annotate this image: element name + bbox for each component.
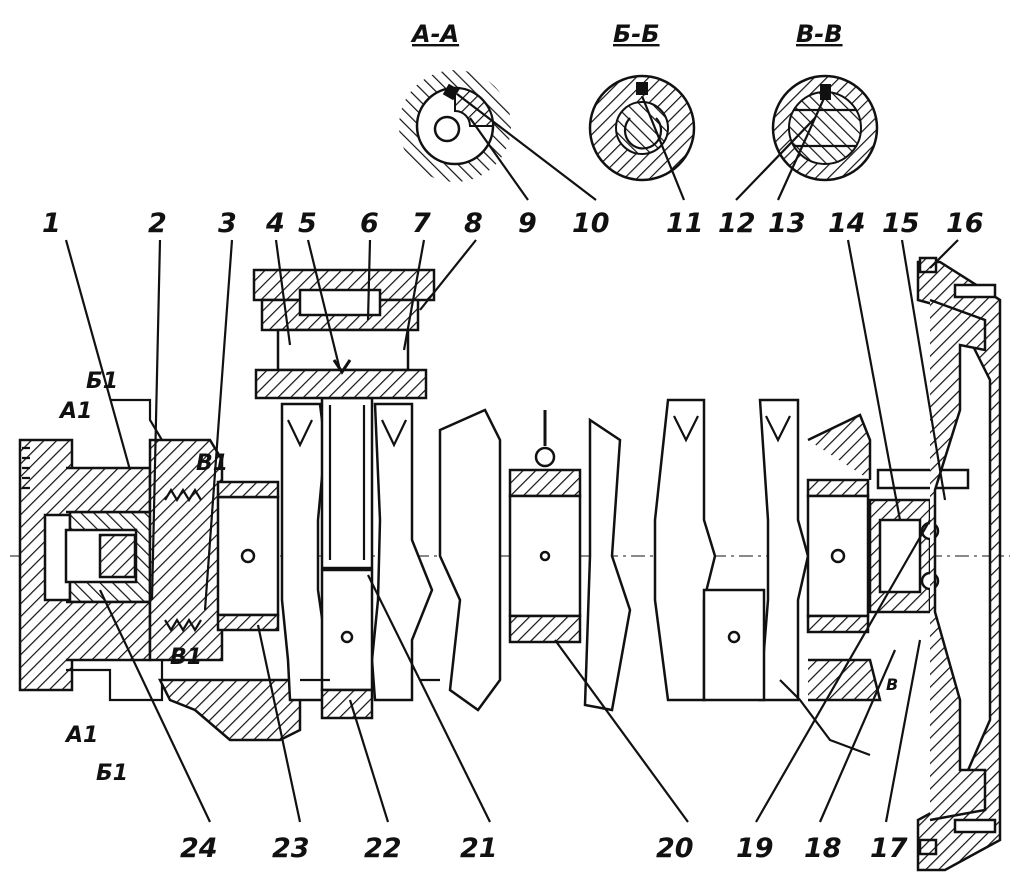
callout-16: 16 — [946, 208, 984, 239]
flywheel — [916, 256, 1002, 872]
section-markers: A1 Б1 В1 В1 A1 Б1 В — [58, 369, 898, 786]
crankshaft-assembly — [10, 256, 1010, 872]
callout-24: 24 — [180, 833, 218, 864]
callout-21: 21 — [460, 833, 498, 864]
callout-6: 6 — [360, 208, 379, 239]
callout-1: 1 — [42, 208, 61, 239]
section-title-a-a: А-А — [410, 20, 459, 48]
callout-15: 15 — [882, 208, 920, 239]
callout-18: 18 — [804, 833, 842, 864]
callout-13: 13 — [768, 208, 806, 239]
callout-12: 12 — [718, 208, 756, 239]
callout-14: 14 — [828, 208, 866, 239]
callout-8: 8 — [464, 208, 483, 239]
callout-5: 5 — [298, 208, 317, 239]
section-title-b-b: Б-Б — [613, 20, 660, 48]
marker-b1-top: Б1 — [86, 369, 118, 394]
callout-23: 23 — [272, 833, 310, 864]
callout-2: 2 — [148, 208, 167, 239]
section-title-v-v: В-В — [796, 20, 843, 48]
callout-11: 11 — [666, 208, 704, 239]
callout-20: 20 — [656, 833, 694, 864]
callout-19: 19 — [736, 833, 774, 864]
callout-3: 3 — [218, 208, 237, 239]
marker-b1-bottom: Б1 — [96, 761, 128, 786]
section-view-a-a: А-А — [399, 20, 511, 182]
section-view-v-v: В-В — [771, 20, 879, 182]
callout-labels: 1 2 3 4 5 6 7 8 9 10 11 12 13 14 15 16 1… — [42, 208, 984, 864]
callout-7: 7 — [412, 208, 431, 239]
marker-a1-top: A1 — [58, 399, 92, 424]
callout-17: 17 — [870, 833, 908, 864]
marker-a1-bottom: A1 — [64, 723, 98, 748]
leader-lines — [64, 93, 959, 823]
callout-4: 4 — [265, 208, 285, 239]
marker-v1-bottom: В1 — [170, 645, 202, 670]
callout-9: 9 — [518, 208, 537, 239]
section-view-b-b: Б-Б — [588, 20, 696, 182]
callout-22: 22 — [364, 833, 402, 864]
marker-v1-top: В1 — [196, 451, 228, 476]
callout-10: 10 — [572, 208, 610, 239]
marker-v-right: В — [886, 675, 898, 694]
